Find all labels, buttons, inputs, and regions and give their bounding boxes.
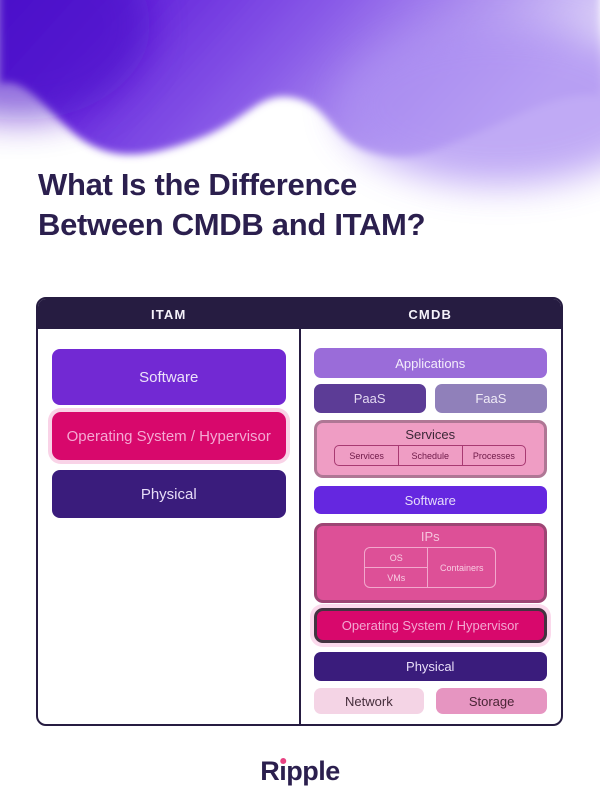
cmdb-applications-box: Applications: [313, 348, 547, 378]
ripple-logo-text: Ripple: [260, 756, 340, 786]
cmdb-network-box: Network: [313, 688, 425, 714]
cmdb-ips-os-cell: OS: [365, 548, 428, 568]
cmdb-software-box: Software: [313, 486, 547, 514]
itam-column-header: ITAM: [150, 306, 187, 322]
comparison-table: ITAM CMDB Software Operating System / Hy…: [36, 297, 563, 726]
cmdb-ips-vms-cell: VMs: [387, 572, 406, 583]
cmdb-ips-containers-cell: Containers: [439, 562, 484, 573]
cmdb-os-hypervisor-box: Operating System / Hypervisor: [313, 608, 547, 643]
cmdb-services-sub-row: Services Schedule Processes: [334, 445, 527, 466]
page-title-line1: What Is the Difference: [38, 167, 357, 202]
cmdb-services-title: Services: [405, 427, 456, 442]
itam-physical-box: Physical: [52, 470, 286, 518]
itam-column: Software Operating System / Hypervisor P…: [38, 329, 301, 724]
cmdb-ips-box: IPs OS VMs Containers: [313, 523, 547, 603]
page-title: What Is the Difference Between CMDB and …: [38, 165, 558, 245]
cmdb-services-cell-schedule: Schedule: [399, 446, 463, 465]
cmdb-ips-grid: OS VMs Containers: [364, 547, 497, 588]
cmdb-column: Applications PaaS FaaS Services Services…: [301, 329, 562, 724]
cmdb-services-cell-processes: Processes: [472, 450, 515, 461]
cmdb-services-cell-services: Services: [335, 446, 399, 465]
cmdb-faas-box: FaaS: [434, 384, 547, 413]
cmdb-services-box: Services Services Schedule Processes: [313, 420, 547, 478]
page-title-line2: Between CMDB and ITAM?: [38, 207, 426, 242]
cmdb-paas-faas-row: PaaS FaaS: [313, 384, 547, 413]
itam-software-box: Software: [52, 349, 286, 405]
ripple-logo: Ripple: [260, 756, 340, 787]
table-body: Software Operating System / Hypervisor P…: [38, 329, 561, 724]
itam-os-hypervisor-box: Operating System / Hypervisor: [52, 412, 286, 460]
table-header-row: ITAM CMDB: [38, 299, 561, 329]
cmdb-ips-title: IPs: [420, 529, 440, 544]
cmdb-column-header: CMDB: [408, 306, 453, 322]
cmdb-ips-left-cells: OS VMs: [365, 548, 429, 587]
logo-i-dot: [280, 758, 287, 764]
cmdb-physical-box: Physical: [313, 652, 547, 681]
cmdb-network-storage-row: Network Storage: [313, 688, 547, 714]
cmdb-paas-box: PaaS: [313, 384, 426, 413]
cmdb-storage-box: Storage: [436, 688, 547, 714]
